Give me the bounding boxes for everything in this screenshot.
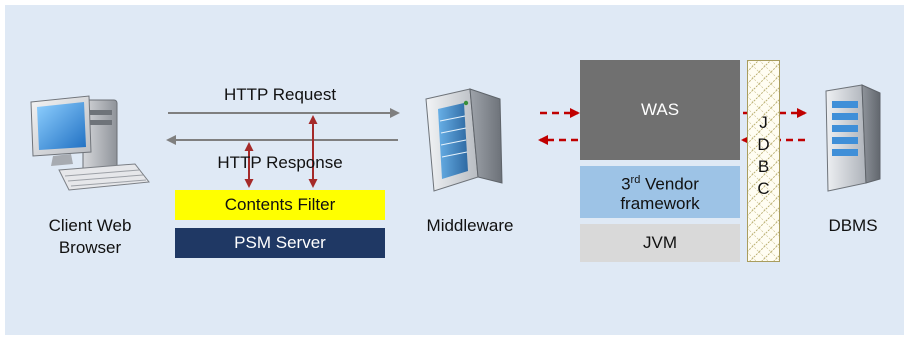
third-vendor-framework-box: 3rd Vendor framework	[580, 166, 740, 218]
jdbc-letter-b: B	[757, 157, 770, 176]
client-label-line1: Client Web	[48, 216, 132, 235]
jdbc-letter-j: J	[759, 113, 768, 132]
vendor-superscript: rd	[630, 174, 641, 187]
jvm-box: JVM	[580, 224, 740, 262]
jdbc-letter-d: D	[757, 135, 770, 154]
middleware-server-icon	[425, 88, 503, 192]
vendor-suffix: Vendor	[640, 174, 699, 194]
was-box: WAS	[580, 60, 740, 160]
desktop-computer-icon	[30, 95, 150, 191]
client-web-browser-label: Client Web Browser	[20, 215, 160, 259]
jdbc-bar	[747, 60, 780, 262]
vendor-prefix: 3	[621, 174, 631, 194]
jdbc-letters: J D B C	[747, 112, 780, 200]
psm-server-box: PSM Server	[175, 228, 385, 258]
http-response-label: HTTP Response	[217, 153, 343, 172]
dbms-server-icon	[825, 84, 881, 192]
middleware-label: Middleware	[426, 216, 514, 235]
dbms-label: DBMS	[828, 216, 878, 235]
vendor-line2: framework	[620, 193, 700, 213]
client-label-line2: Browser	[58, 238, 122, 257]
vendor-line1: 3rd Vendor	[621, 171, 699, 194]
jdbc-letter-c: C	[757, 179, 770, 198]
contents-filter-box: Contents Filter	[175, 190, 385, 220]
http-request-label: HTTP Request	[223, 85, 337, 104]
